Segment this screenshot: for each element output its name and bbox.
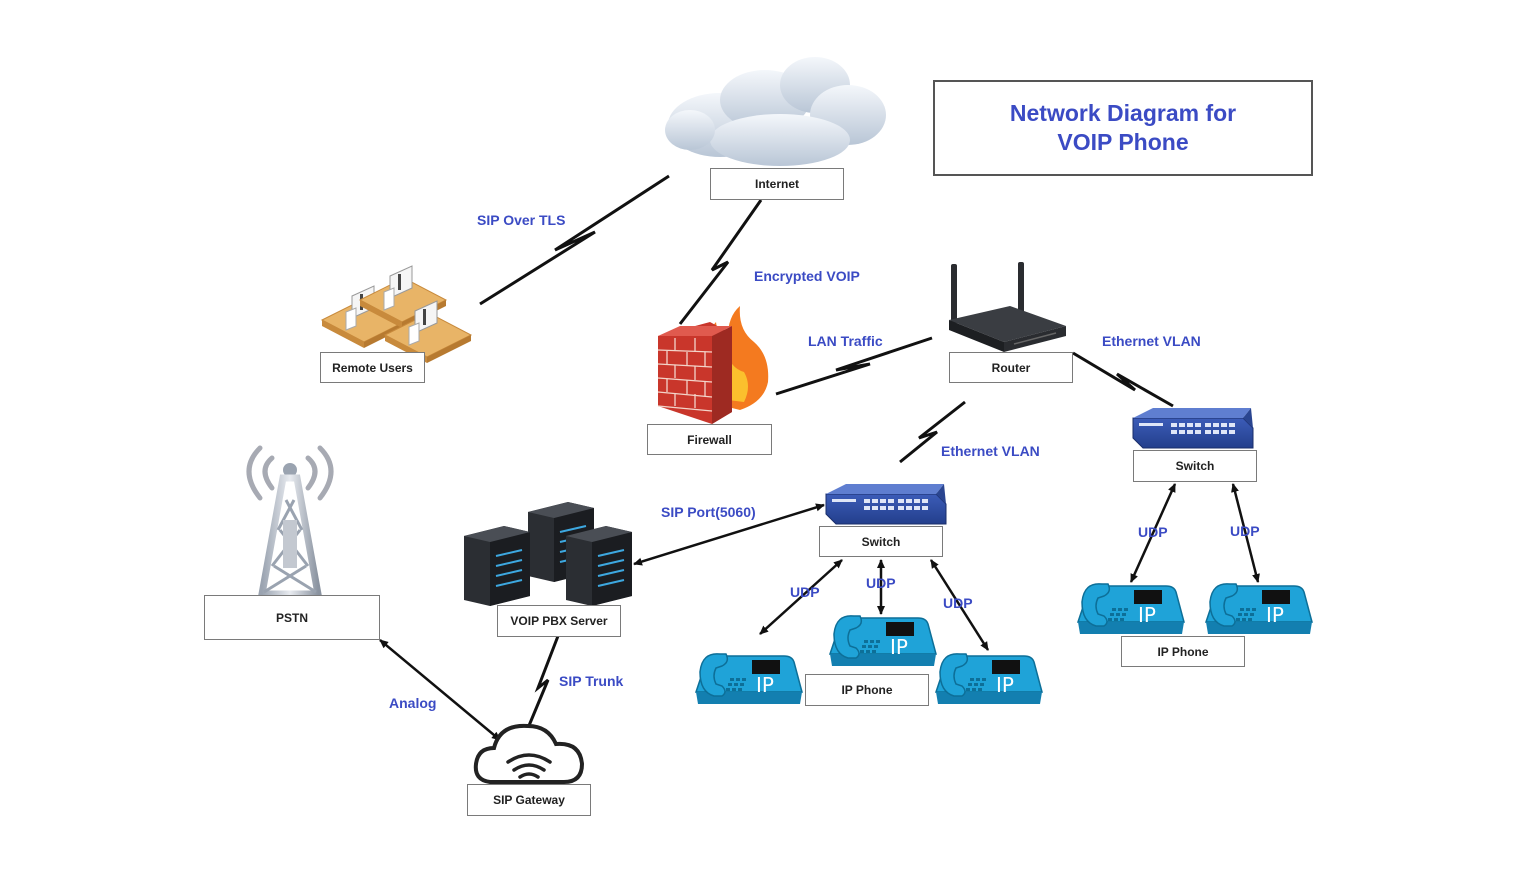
link-sip-over-tls — [479, 174, 670, 306]
connection-lines — [479, 174, 1174, 729]
label-analog: Analog — [389, 695, 437, 711]
label-udp: UDP — [943, 595, 973, 611]
label-encrypted-voip: Encrypted VOIP — [754, 268, 860, 284]
switch-center-icon — [825, 483, 947, 525]
link-sip-port — [633, 503, 825, 566]
phone-ip-text: IP — [996, 673, 1014, 697]
pstn-tower-icon — [246, 445, 334, 598]
diagram-title-line1: Network Diagram for — [1009, 100, 1237, 126]
phone-ip-text: IP — [756, 673, 774, 697]
label-sip-over-tls: SIP Over TLS — [477, 212, 566, 228]
label-ethernet-vlan-right: Ethernet VLAN — [1102, 333, 1201, 349]
link-udp-r1 — [1129, 483, 1177, 583]
diagram-title-box: Network Diagram for VOIP Phone — [933, 80, 1313, 176]
diagram-title-line2: VOIP Phone — [1057, 129, 1189, 155]
ip-phone-center-label: IP Phone — [805, 674, 929, 706]
link-analog — [379, 639, 501, 741]
link-udp-r2 — [1231, 483, 1260, 583]
link-udp-c1 — [759, 559, 843, 635]
ip-phone-icon — [829, 615, 937, 667]
pbx-server-icon — [463, 501, 633, 607]
link-ethernet-vlan-center — [899, 400, 966, 464]
link-ethernet-vlan-right — [1072, 351, 1174, 408]
router-icon — [949, 262, 1066, 352]
phone-ip-text: IP — [890, 635, 908, 659]
firewall-label: Firewall — [647, 424, 772, 455]
label-sip-port: SIP Port(5060) — [661, 504, 756, 520]
ip-phone-icon — [935, 653, 1043, 705]
label-udp: UDP — [790, 584, 820, 600]
remote-users-label: Remote Users — [320, 352, 425, 383]
label-udp: UDP — [1230, 523, 1260, 539]
sip-gateway-label: SIP Gateway — [467, 784, 591, 816]
link-sip-trunk — [526, 635, 560, 729]
label-udp: UDP — [866, 575, 896, 591]
pbx-label: VOIP PBX Server — [497, 605, 621, 637]
switch-right-icon — [1132, 407, 1254, 449]
internet-cloud-icon — [665, 57, 886, 166]
sip-gateway-icon — [473, 723, 585, 784]
phone-ip-text: IP — [1138, 603, 1156, 627]
label-lan-traffic: LAN Traffic — [808, 333, 883, 349]
switch-center-label: Switch — [819, 526, 943, 557]
ip-phone-icon — [1077, 583, 1185, 635]
ip-phone-icon — [695, 653, 803, 705]
internet-label: Internet — [710, 168, 844, 200]
phone-ip-text: IP — [1266, 603, 1284, 627]
pstn-label: PSTN — [204, 595, 380, 640]
firewall-icon — [657, 306, 769, 424]
label-udp: UDP — [1138, 524, 1168, 540]
ip-phone-icon — [1205, 583, 1313, 635]
switch-right-label: Switch — [1133, 450, 1257, 482]
ip-phone-right-label: IP Phone — [1121, 636, 1245, 667]
link-lan-traffic — [775, 336, 933, 396]
link-udp-c3 — [929, 559, 990, 651]
router-label: Router — [949, 352, 1073, 383]
link-encrypted-voip — [678, 199, 763, 325]
label-ethernet-vlan-center: Ethernet VLAN — [941, 443, 1040, 459]
label-sip-trunk: SIP Trunk — [559, 673, 624, 689]
remote-users-icon — [321, 265, 472, 364]
